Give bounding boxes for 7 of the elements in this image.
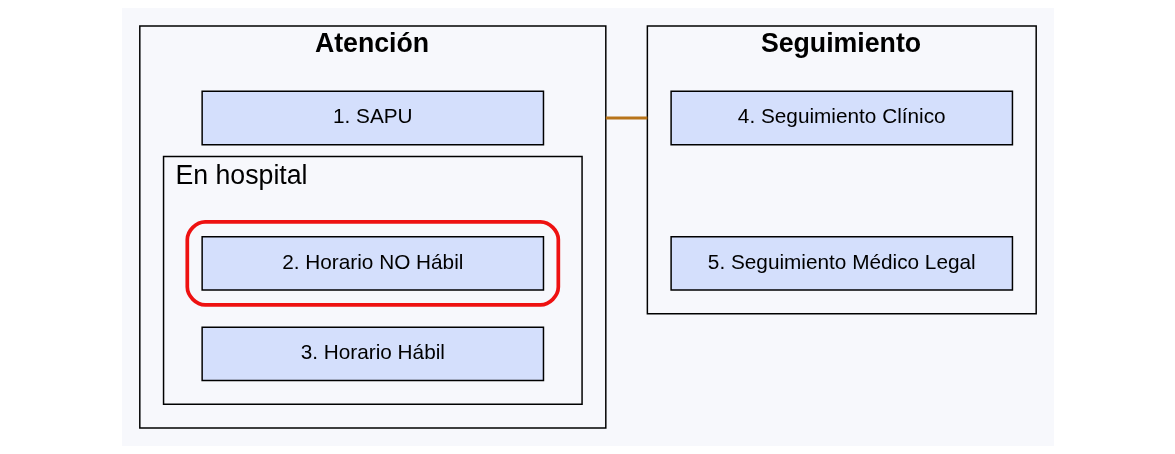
- node-box: 1. SAPU: [200, 90, 544, 146]
- cluster: [184, 219, 560, 307]
- connector: [605, 116, 647, 120]
- node-box: 3. Horario Hábil: [200, 326, 544, 382]
- node-box: 2. Horario NO Hábil: [200, 235, 544, 291]
- node-box: 5. Seguimiento Médico Legal: [669, 235, 1013, 291]
- node-box: 4. Seguimiento Clínico: [669, 90, 1013, 146]
